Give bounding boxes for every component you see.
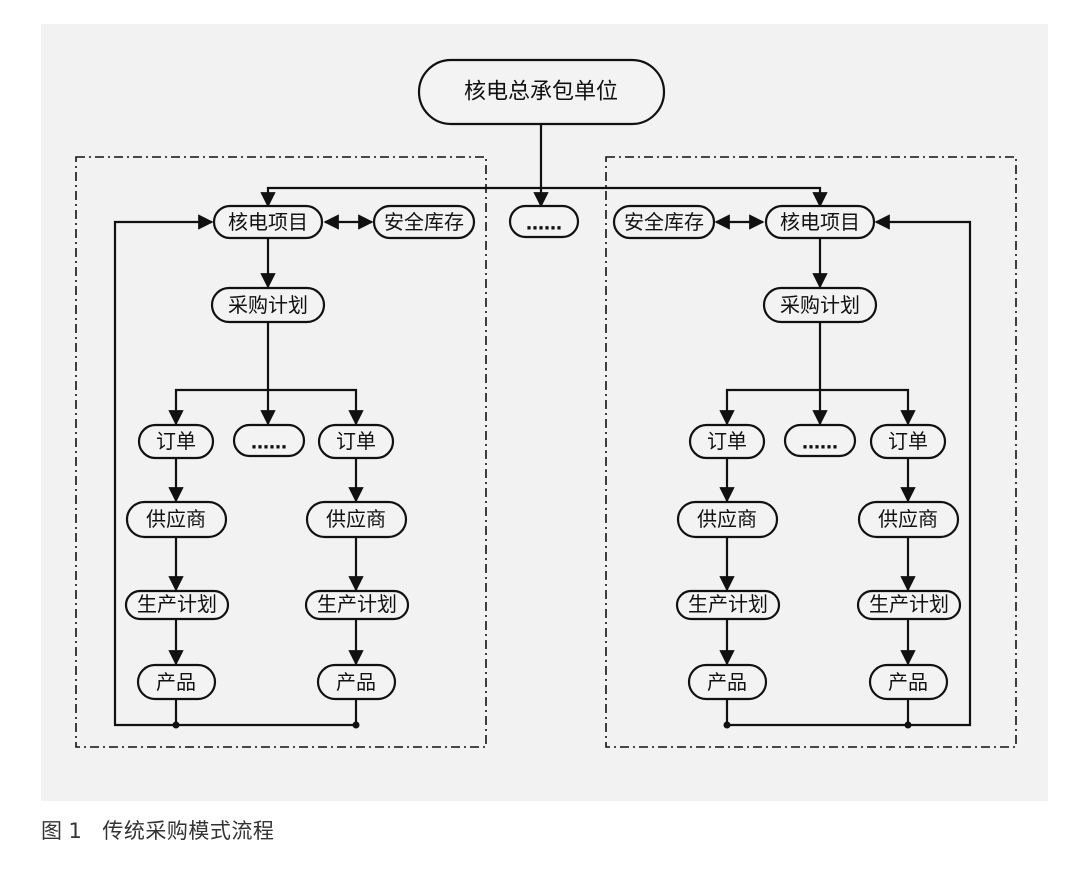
left-ellipsis-label: ……: [251, 433, 287, 454]
feedback-loop: [727, 214, 972, 727]
right-plan-node: [762, 286, 878, 324]
right-plan-label: 采购计划: [780, 293, 860, 317]
left-production-node-2: [304, 589, 410, 621]
left-ellipsis-node: [232, 423, 306, 458]
right-group-box: [605, 156, 1017, 748]
caption-number: 1: [68, 819, 83, 843]
middle-ellipsis-node: [508, 204, 580, 239]
right-production-label-2: 生产计划: [869, 592, 949, 616]
left-group-box: [75, 156, 487, 748]
left-stock-node: [372, 204, 476, 240]
right-order-node-2: [869, 423, 947, 460]
connector: [719, 388, 916, 426]
right-stock-node: [612, 204, 716, 240]
root-node: [417, 58, 666, 126]
right-product-label-1: 产品: [707, 670, 747, 694]
left-project-node: [212, 204, 324, 240]
right-ellipsis-node: [783, 423, 857, 458]
right-product-label-2: 产品: [888, 670, 928, 694]
right-order-label-2: 订单: [888, 429, 928, 453]
right-supplier-node-1: [676, 500, 779, 539]
left-order-label-1: 订单: [156, 429, 196, 453]
junction-dot: [904, 721, 912, 729]
middle-ellipsis-label: ……: [526, 214, 562, 235]
left-product-node-1: [136, 663, 217, 701]
left-order-node-2: [317, 423, 395, 460]
right-production-label-1: 生产计划: [688, 592, 768, 616]
right-ellipsis-label: ……: [802, 433, 838, 454]
left-order-node-1: [137, 423, 215, 460]
right-order-label-1: 订单: [707, 429, 747, 453]
left-stock-label: 安全库存: [384, 210, 464, 234]
left-supplier-node-2: [305, 500, 408, 539]
caption-text: 传统采购模式流程: [102, 819, 275, 843]
junction-dot: [352, 721, 360, 729]
right-supplier-label-1: 供应商: [697, 507, 757, 531]
left-product-label-1: 产品: [156, 670, 196, 694]
right-product-node-1: [687, 663, 768, 701]
right-production-node-2: [856, 589, 962, 621]
left-order-label-2: 订单: [336, 429, 376, 453]
connector: [168, 388, 364, 426]
connector: [260, 186, 828, 208]
feedback-loop: [113, 214, 356, 727]
left-project-label: 核电项目: [228, 210, 308, 234]
left-plan-label: 采购计划: [228, 293, 308, 317]
left-plan-node: [210, 286, 326, 324]
right-stock-label: 安全库存: [624, 210, 704, 234]
right-production-node-1: [675, 589, 781, 621]
caption-label: 图: [41, 819, 63, 843]
left-supplier-label-1: 供应商: [146, 507, 206, 531]
root-label: 核电总承包单位: [464, 80, 618, 105]
right-project-label: 核电项目: [780, 210, 860, 234]
right-supplier-label-2: 供应商: [878, 507, 938, 531]
junction-dot: [723, 721, 731, 729]
figure-panel: 核电总承包单位 …… 核电项目 安全库存 采购计划 订单 …… 订单 供应商 供…: [41, 24, 1048, 801]
left-supplier-label-2: 供应商: [326, 507, 386, 531]
left-product-node-2: [316, 663, 397, 701]
right-supplier-node-2: [857, 500, 960, 539]
right-project-node: [764, 204, 876, 240]
junction-dot: [172, 721, 180, 729]
left-product-label-2: 产品: [336, 670, 376, 694]
left-production-node-1: [124, 589, 230, 621]
left-production-label-2: 生产计划: [317, 592, 397, 616]
right-product-node-2: [868, 663, 949, 701]
right-order-node-1: [688, 423, 766, 460]
left-production-label-1: 生产计划: [137, 592, 217, 616]
left-supplier-node-1: [125, 500, 228, 539]
